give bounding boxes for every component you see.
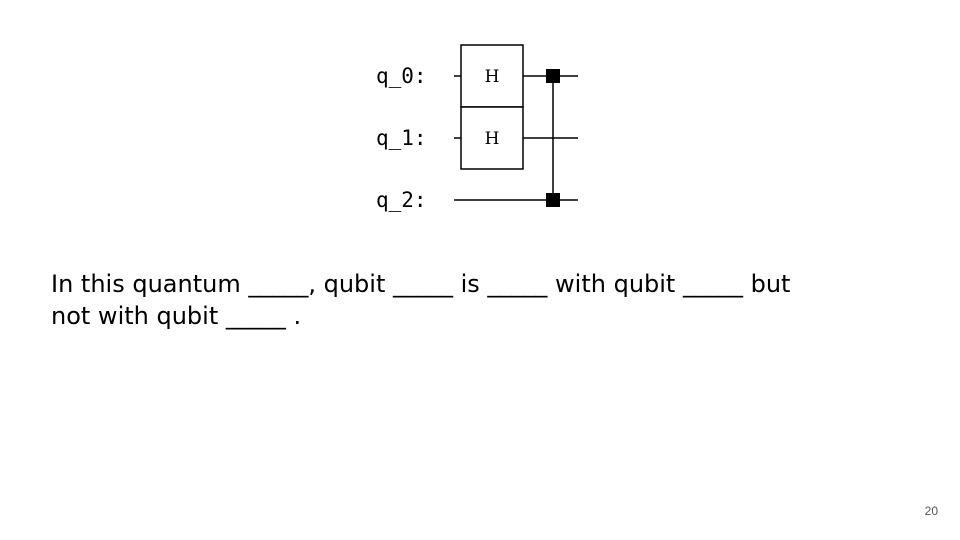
fill-in-blank-question: In this quantum _____, qubit _____ is __… — [51, 268, 921, 332]
qubit-label-q0: q_0: — [376, 64, 427, 88]
h-gate-q0 — [460, 44, 524, 108]
slide-number: 20 — [924, 504, 938, 518]
quantum-circuit-diagram: q_0: q_1: q_2: H H — [376, 44, 578, 212]
qubit-label-q2: q_2: — [376, 188, 427, 212]
cz-control-q0 — [546, 69, 560, 83]
qubit-label-q1: q_1: — [376, 126, 427, 150]
question-line-1: In this quantum _____, qubit _____ is __… — [51, 270, 791, 298]
question-line-2: not with qubit _____ . — [51, 302, 302, 330]
h-gate-q1 — [460, 106, 524, 170]
h-gate-q0-label: H — [485, 67, 500, 87]
cz-control-q2 — [546, 193, 560, 207]
h-gate-q1-label: H — [485, 129, 500, 149]
